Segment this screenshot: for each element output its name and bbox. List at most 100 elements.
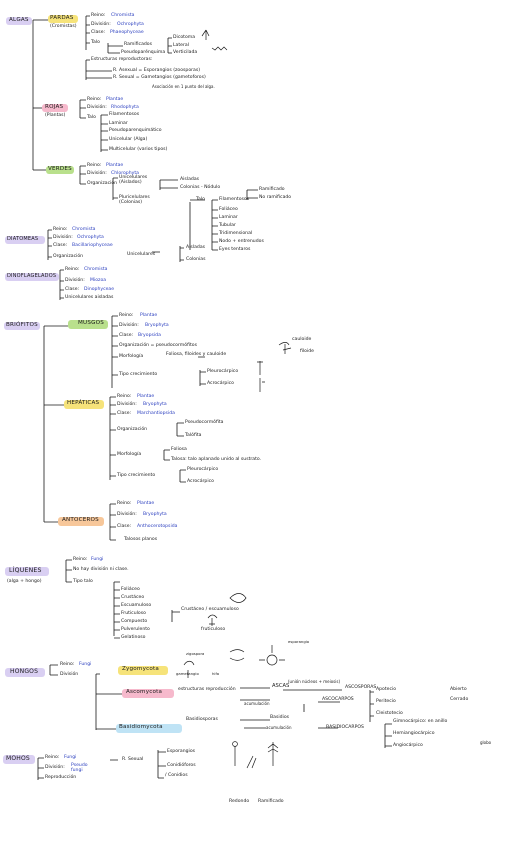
zygo-highlight xyxy=(118,666,168,675)
mohos-conidio: Conidióforos xyxy=(167,763,196,768)
asco-peritecio: Peritecio xyxy=(376,699,396,704)
hongos-division: División xyxy=(60,672,79,677)
dinoflagelados-title: DINOFLAGELADOS xyxy=(7,273,57,279)
zygomycota-label: Zygomycota xyxy=(122,666,159,672)
mohos-ramificado: Ramificado xyxy=(258,799,284,804)
musgos-reino-value: Plantae xyxy=(140,313,158,318)
pardas-dicotoma: Dicotoma xyxy=(173,35,196,40)
pardas-division-value: Ochrophyta xyxy=(117,22,144,27)
basidio-basidiosporas: Basidiosporas xyxy=(186,717,218,722)
verdes-talo-6: Nodo + entrenudos xyxy=(219,239,264,244)
pardas-highlight xyxy=(48,15,78,23)
diatomeas-highlight xyxy=(5,236,45,244)
verdes-talo: Talo xyxy=(196,197,205,202)
verdes-aisladas: Aisladas xyxy=(180,177,200,182)
liquenes-sub: (alga + hongo) xyxy=(7,579,42,584)
musgos-highlight xyxy=(68,320,108,329)
pardas-pseudo: Pseudoparénquima xyxy=(121,50,166,55)
zygo-hifa: hifa xyxy=(212,671,220,676)
musgos-label: MUSGOS xyxy=(78,320,104,326)
rojas-talo-5: Multicelular (varios tipos) xyxy=(109,147,168,152)
basidio-globo: globo xyxy=(480,740,492,745)
antoceros-clase: Clase: xyxy=(117,524,132,529)
zygo-gametangio: gametangio xyxy=(176,671,199,676)
liquenes-fruticuloso: fruticuloso xyxy=(201,627,226,632)
verdes-unicel: Unicelulares (Aislados) xyxy=(119,175,148,185)
dino-division: División: xyxy=(65,278,85,283)
asco-acumulacion: acumulación xyxy=(244,701,270,706)
mohos-esporangio: Esporangios xyxy=(167,749,196,754)
mohos-conidios: / Conidios xyxy=(165,773,188,778)
asco-desc: estructuras reproducción xyxy=(178,687,236,692)
diatomeas-division: División: xyxy=(53,235,73,240)
zygo-esporangio: esporangio xyxy=(288,639,310,644)
rojas-label: ROJAS xyxy=(45,104,64,110)
liquenes-reino-value: Fungi xyxy=(91,557,104,562)
antoceros-reino: Reino: xyxy=(117,501,132,506)
liquenes-tipo-5: Compuesto xyxy=(121,619,148,624)
musgos-clase: Clase: xyxy=(119,333,134,338)
diatomeas-organizacion: Organización xyxy=(53,254,84,259)
rojas-division: División: xyxy=(87,105,107,110)
verdes-highlight xyxy=(46,166,74,174)
briofitos-title: BRIÓFITOS xyxy=(6,322,38,328)
algas-title: ALGAS xyxy=(9,17,29,23)
verdes-pluri: Pluricelulares (Colonias) xyxy=(119,195,150,205)
dino-unicelulares: Unicelulares aisladas xyxy=(65,295,114,300)
basidio-basidiocarpos: BASIDIOCARPOS xyxy=(326,725,364,730)
antoceros-division-value: Bryophyta xyxy=(143,512,167,517)
hepaticas-talosa: Talosa: talo aplanado unido al sustrato. xyxy=(171,457,262,462)
pardas-clase-value: Phaeophyceae xyxy=(110,30,144,35)
verdes-talo-7: Eyes tentaros xyxy=(219,247,251,252)
mohos-redondo: Redondo xyxy=(229,799,250,804)
diatomeas-reino: Reino: xyxy=(53,227,68,232)
verdes-division-value: Chlorophyta xyxy=(111,171,139,176)
ascomycota-label: Ascomycota xyxy=(126,689,163,695)
verdes-division: División: xyxy=(87,171,107,176)
diatomeas-aisladas: Aisladas xyxy=(186,245,206,250)
dino-clase: Clase: xyxy=(65,287,80,292)
musgos-tipo: Tipo crecimiento xyxy=(119,372,158,377)
pardas-division: División: xyxy=(91,22,111,27)
diatomeas-colonias: Colonias xyxy=(186,257,206,262)
hepaticas-pseudo: Pseudocormófita xyxy=(185,420,224,425)
liquenes-tipo: Tipo talo xyxy=(73,579,93,584)
liquenes-tipo-3: Escuamuloso xyxy=(121,603,152,608)
hepaticas-foliosa: Foliosa xyxy=(171,447,187,452)
rojas-highlight xyxy=(42,104,68,112)
mohos-reino-value: Fungi xyxy=(64,755,77,760)
pardas-sub: (Cromistas) xyxy=(50,24,77,29)
dino-clase-value: Dinophyceae xyxy=(84,287,115,292)
antoceros-division: División: xyxy=(117,512,137,517)
pardas-lateral: Lateral xyxy=(173,43,189,48)
musgos-division: División: xyxy=(119,323,139,328)
asco-ascosporas: ASCOSPORAS xyxy=(345,685,377,690)
verdes-talo-2: Foliáceo xyxy=(219,207,238,212)
verdes-talo-1: Filamentosos xyxy=(219,197,250,202)
antoceros-talo: Talosos planos xyxy=(124,537,158,542)
pardas-reino: Reino: xyxy=(91,13,106,18)
liquenes-tipo-7: Gelatinoso xyxy=(121,635,146,640)
basidiomycota-label: Basidiomycota xyxy=(119,724,163,730)
dino-reino: Reino: xyxy=(65,267,80,272)
musgos-pleuro: Pleurocárpico xyxy=(207,369,239,374)
basidio-hemiang: Hemiangiocárpico xyxy=(393,731,435,736)
rojas-talo-3: Pseudoparenquimático xyxy=(109,128,162,133)
pardas-reino-value: Chromista xyxy=(111,13,135,18)
asco-ascas-desc: (unión núcleos + meiosis) xyxy=(288,679,341,684)
musgos-cauloide: cauloide xyxy=(292,337,312,342)
mohos-reino: Reino: xyxy=(45,755,60,760)
hepaticas-acro: Acrocárpico xyxy=(187,479,214,484)
liquenes-tipo-1: Foliáceo xyxy=(121,587,140,592)
hepaticas-tipo: Tipo crecimiento xyxy=(117,473,156,478)
musgos-reino: Reino: xyxy=(119,313,134,318)
pardas-r-asexual: R. Asexual = Esporangios (zoosporas) xyxy=(113,68,201,73)
verdes-talo-4: Tubular xyxy=(219,223,236,228)
mohos-title: MOHOS xyxy=(6,755,30,762)
liquenes-tipo-6: Pulverulento xyxy=(121,627,150,632)
dinoflagelados-highlight xyxy=(5,273,59,281)
hongos-highlight xyxy=(5,668,45,677)
hepaticas-pleuro: Pleurocárpico xyxy=(187,467,219,472)
antoceros-highlight xyxy=(58,517,104,526)
musgos-division-value: Bryophyta xyxy=(145,323,169,328)
